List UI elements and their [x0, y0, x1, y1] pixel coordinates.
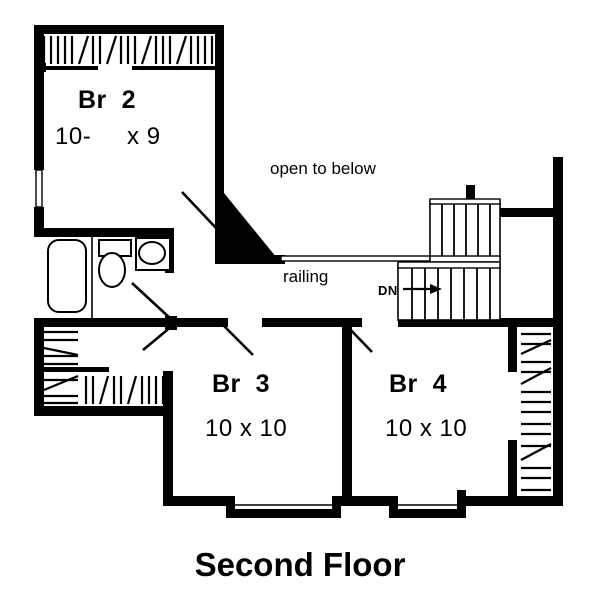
door-br3-swing	[221, 323, 254, 356]
wall-hall-mid-segment	[262, 318, 362, 327]
annotation-stair-direction: DN	[378, 283, 398, 298]
wall-br3-bay-bottom	[226, 509, 341, 518]
closet-left	[43, 330, 79, 405]
wall-left-upper-b	[34, 207, 44, 235]
toilet-tank-icon	[98, 239, 132, 257]
closet-band-jamb-right	[215, 63, 221, 72]
dn-arrow-icon	[403, 284, 442, 294]
stair-nosing-top	[429, 198, 501, 205]
toilet-bowl-icon	[98, 252, 126, 288]
wall-bottom-left-block	[34, 406, 172, 416]
page-title: Second Floor	[194, 546, 406, 583]
stairs-down	[397, 198, 501, 321]
closet-left-lower	[84, 375, 165, 405]
wall-angled-corner	[215, 190, 281, 263]
wall-bath-top	[34, 228, 174, 237]
room-dim-br4: 10 x 10	[385, 415, 468, 442]
room-label-br4: Br 4	[389, 370, 448, 398]
wall-br3-br4-divider	[342, 318, 352, 506]
wall-hall-right-segment	[398, 318, 563, 327]
stair-nosing-mid	[429, 255, 501, 263]
wall-br3-bottom-b	[332, 496, 350, 506]
room-dim-br2: 10- x 9	[55, 123, 161, 150]
wall-hall-left-segment	[100, 318, 228, 327]
wall-angled-bottom	[215, 255, 285, 264]
wall-right-exterior	[553, 157, 563, 506]
wall-br3-bay-left	[226, 496, 235, 518]
wall-br4-bay-left	[389, 496, 398, 518]
wall-closet-left-divider	[34, 367, 109, 372]
closet-right	[520, 332, 552, 492]
wall-closet-right-inner	[508, 327, 517, 372]
wall-br4-bay-bottom	[389, 509, 466, 518]
closet-band-jamb-left	[40, 63, 46, 72]
room-label-br2: Br 2	[78, 86, 137, 114]
door-hinge-block	[165, 316, 177, 330]
closet-br2	[42, 35, 214, 65]
bathroom-fixtures	[47, 236, 171, 318]
stair-lower-body	[397, 263, 501, 321]
wall-right-upper-left	[215, 25, 224, 235]
annotation-open-to-below: open to below	[270, 159, 376, 178]
wall-closet-right-inner-b	[508, 440, 517, 498]
door-br4-swing	[344, 323, 373, 353]
room-dim-br3: 10 x 10	[205, 415, 288, 442]
wall-left-upper-a	[34, 25, 44, 170]
sink-basin-icon	[138, 241, 166, 265]
doors	[131, 191, 373, 356]
wall-br3-bay-right	[332, 496, 341, 518]
annotation-railing: railing	[283, 267, 329, 286]
window-br2-left	[35, 169, 43, 208]
closet-band-base-left	[40, 66, 98, 70]
wall-br3-left	[163, 371, 173, 506]
closet-band-base-right	[132, 66, 220, 70]
stair-nosing-lower	[397, 261, 501, 269]
wall-br4-bottom-a	[342, 496, 397, 506]
door-bath-swing	[131, 282, 173, 321]
room-label-br3: Br 3	[212, 370, 271, 398]
bathtub-icon	[47, 239, 87, 313]
wall-br3-bottom-a	[163, 496, 235, 506]
wall-br4-bottom-b	[457, 496, 563, 506]
wall-top-upper-left	[34, 25, 224, 34]
door-br2-swing	[181, 191, 217, 229]
